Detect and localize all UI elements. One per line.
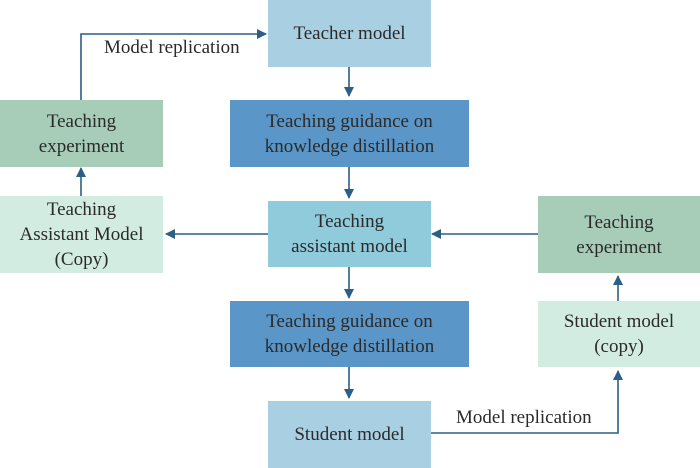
model-replication-label-bottom: Model replication xyxy=(456,407,592,428)
assistant-model-node: Teaching assistant model xyxy=(268,201,431,267)
arrow-replication-to-student-copy xyxy=(431,370,623,434)
experiment-right-node: Teaching experiment xyxy=(538,196,700,273)
experiment-left-node: Teaching experiment xyxy=(0,100,163,167)
guidance-top-node: Teaching guidance on knowledge distillat… xyxy=(230,100,469,167)
assistant-copy-node: Teaching Assistant Model (Copy) xyxy=(0,196,163,273)
guidance-bottom-node: Teaching guidance on knowledge distillat… xyxy=(230,301,469,367)
student-model-node: Student model xyxy=(268,401,431,468)
teacher-model-node: Teacher model xyxy=(268,0,431,67)
arrow-replication-to-teacher xyxy=(80,29,267,100)
student-copy-node: Student model (copy) xyxy=(538,301,700,367)
model-replication-label-top: Model replication xyxy=(104,37,240,58)
